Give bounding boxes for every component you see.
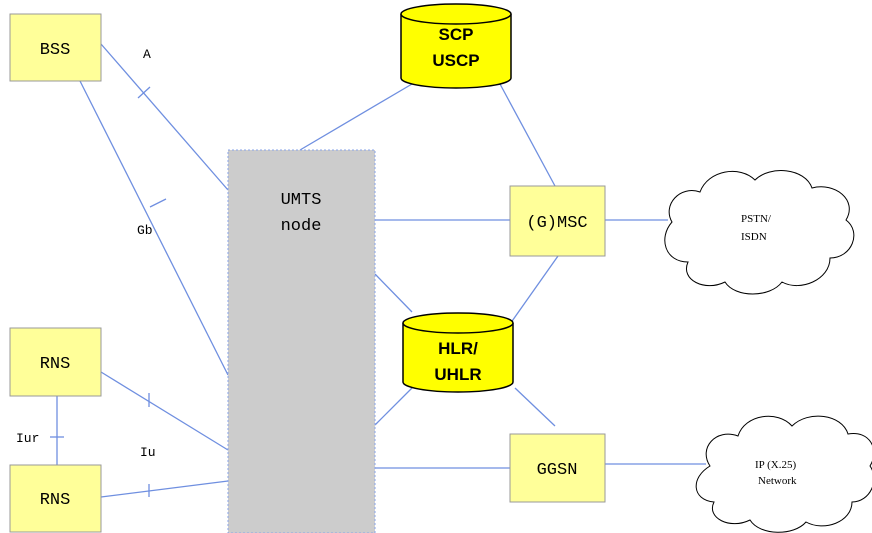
label-gb-interface: Gb <box>137 223 153 238</box>
rns-top-rect <box>9 327 102 397</box>
scp-label-line2: USCP <box>432 51 479 70</box>
ggsn-box: GGSN <box>509 433 606 503</box>
link-rns-umts-iu <box>100 371 229 451</box>
rns-top-label: RNS <box>40 355 71 374</box>
pstn-isdn-cloud: PSTN/ ISDN <box>664 170 855 295</box>
label-iu-interface: Iu <box>140 445 156 460</box>
ggsn-rect <box>509 433 606 503</box>
gmsc-rect <box>509 185 606 257</box>
link-scp-gmsc <box>499 83 556 187</box>
link-umts-scp <box>299 83 413 151</box>
rns-bottom-box: RNS <box>9 464 102 533</box>
pstn-label-line2: ISDN <box>741 231 767 243</box>
ip-label-line2: Network <box>758 475 797 487</box>
link-gmsc-hlr <box>509 255 559 325</box>
scp-cylinder-body <box>400 14 512 89</box>
label-a-interface: A <box>143 47 151 62</box>
umts-node-label-line1: UMTS <box>281 191 322 210</box>
tick-a <box>137 86 151 99</box>
interface-ticks <box>50 86 167 497</box>
umts-node: UMTS node <box>227 149 376 533</box>
ip-network-cloud: IP (X.25) Network <box>695 415 872 533</box>
ggsn-label: GGSN <box>537 461 578 480</box>
umts-node-label-line2: node <box>281 217 322 236</box>
bss-label: BSS <box>40 41 71 60</box>
hlr-label-line1: HLR/ <box>438 339 478 358</box>
scp-label-line1: SCP <box>439 25 474 44</box>
rns-bottom-label: RNS <box>40 491 71 510</box>
link-umts-hlr-upper <box>374 273 413 313</box>
bss-rect <box>9 13 102 82</box>
ip-cloud-shape <box>695 415 872 533</box>
hlr-label-line2: UHLR <box>434 365 481 384</box>
tick-gb <box>149 198 167 208</box>
connection-lines <box>56 43 706 498</box>
ip-label-line1: IP (X.25) <box>755 459 796 471</box>
link-bss-umts-gb <box>79 80 229 376</box>
rns-top-box: RNS <box>9 327 102 397</box>
pstn-label-line1: PSTN/ <box>741 213 772 225</box>
pstn-cloud-shape <box>664 170 855 295</box>
scp-cylinder-top <box>400 3 512 25</box>
link-umts-hlr-lower <box>374 387 413 426</box>
label-iur-interface: Iur <box>16 431 39 446</box>
hlr-cylinder-body <box>402 323 514 393</box>
bss-box: BSS <box>9 13 102 82</box>
gmsc-label: (G)MSC <box>526 214 587 233</box>
link-bss-umts-a <box>100 43 229 191</box>
rns-bottom-rect <box>9 464 102 533</box>
umts-node-box <box>227 149 376 533</box>
hlr-database: HLR/ UHLR <box>402 312 514 393</box>
gmsc-box: (G)MSC <box>509 185 606 257</box>
scp-database: SCP USCP <box>400 3 512 89</box>
link-rns2-umts-iu <box>100 480 229 498</box>
link-hlr-ggsn <box>514 387 556 427</box>
hlr-cylinder-top <box>402 312 514 334</box>
